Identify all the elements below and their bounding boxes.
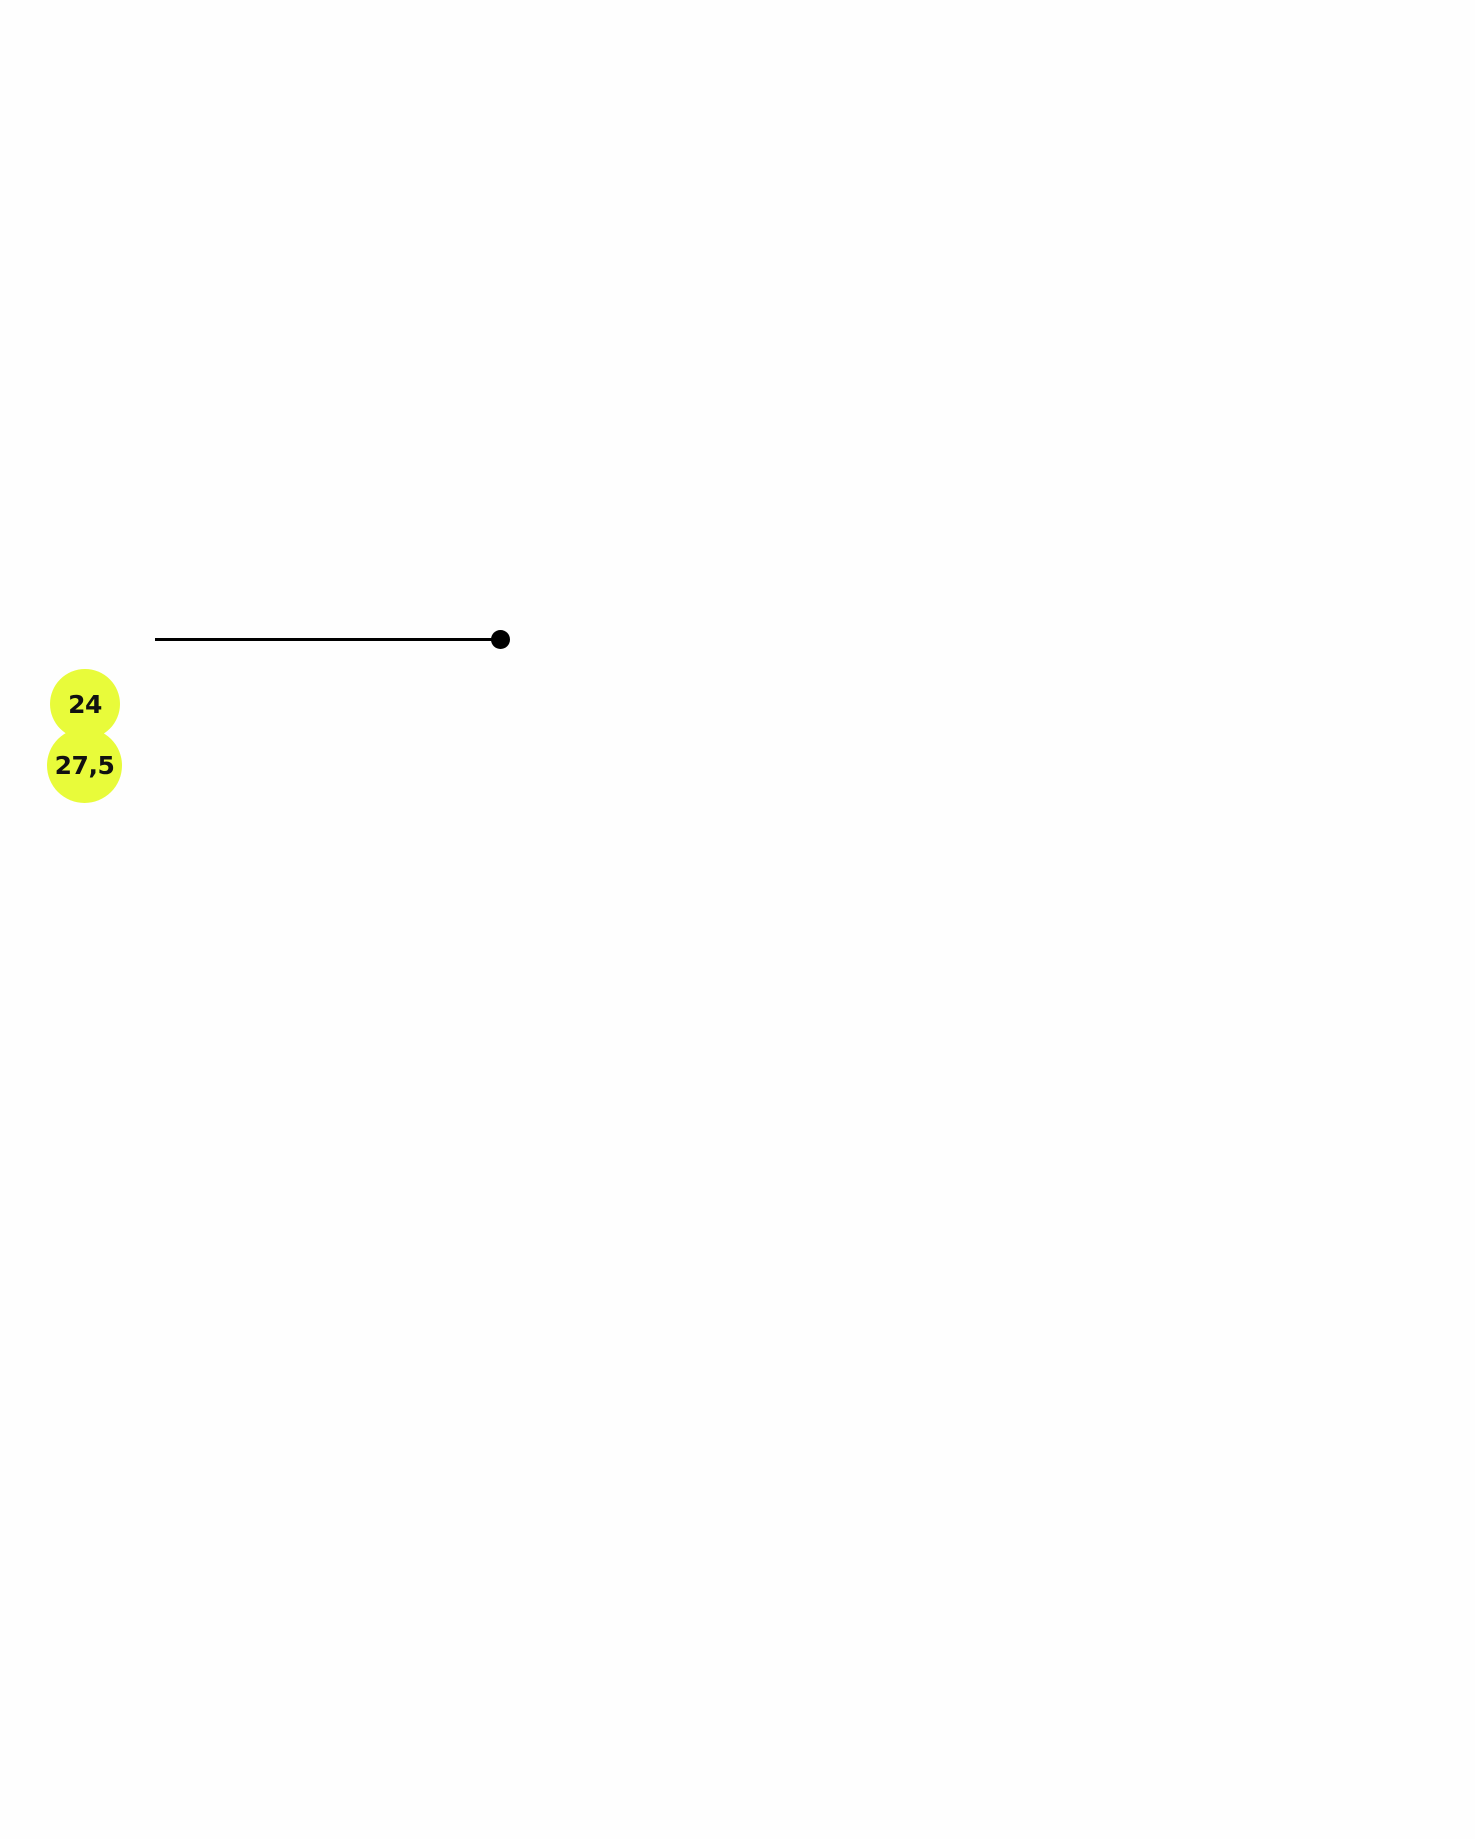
value-badge-24: 24 (50, 669, 120, 739)
connector-dot (491, 630, 510, 649)
value-badge-27-5: 27,5 (47, 728, 122, 803)
value-badge-label: 27,5 (54, 751, 115, 780)
connector-line (155, 638, 499, 641)
value-badge-label: 24 (68, 689, 102, 719)
